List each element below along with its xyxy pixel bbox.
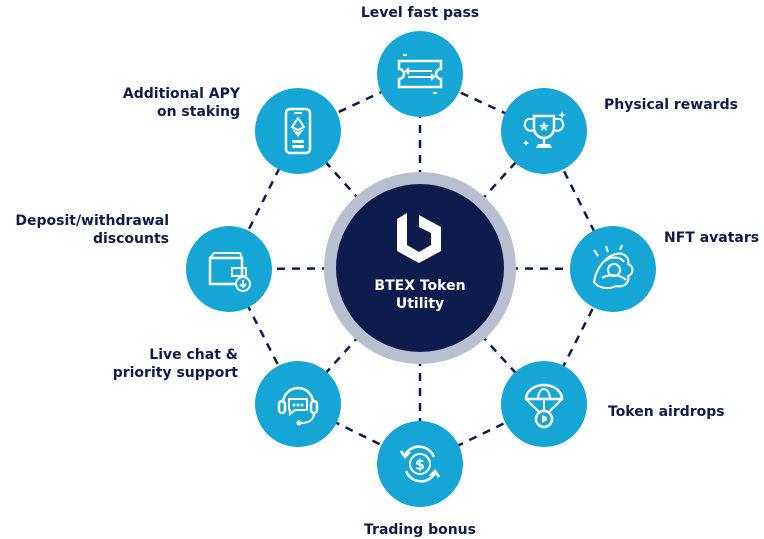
label-line: Deposit/withdrawal [15,213,169,229]
label-line: Token airdrops [608,404,725,420]
wallet-icon [208,252,251,292]
node-deposit-discounts [186,226,272,312]
ring-connector [542,130,615,270]
label-live-chat: Live chat & priority support [113,346,238,382]
node-physical-rewards [501,88,587,174]
svg-text:$: $ [415,458,425,474]
headset-chat-icon [277,386,319,426]
label-line: NFT avatars [664,230,760,246]
ticket-icon [397,54,443,94]
nft-character-icon [592,244,634,290]
label-line: Level fast pass [360,5,480,21]
parachute-icon [524,383,564,429]
label-additional-apy: Additional APY on staking [123,85,240,121]
hub-circle [336,184,504,352]
label-physical-rewards: Physical rewards [604,96,738,114]
hub-title-line2: Utility [395,296,445,312]
node-token-airdrops [501,361,587,447]
label-trading-bonus: Trading bonus [364,521,476,539]
label-line: Live chat & [149,347,238,363]
node-additional-apy [255,88,341,174]
node-level-fast-pass [377,31,463,117]
btex-logo-icon [397,213,441,263]
label-line: Additional APY [122,86,240,102]
ring-connector [227,130,300,270]
label-line: discounts [92,231,169,247]
label-line: priority support [112,365,238,381]
node-nft-avatars [570,226,656,312]
label-line: Trading bonus [364,522,476,538]
label-line: Physical rewards [604,97,738,113]
hub-title-line1: BTEX Token [374,278,466,294]
node-live-chat [255,361,341,447]
label-level-fast-pass: Level fast pass [361,4,479,22]
dollar-cycle-icon: $ [399,445,441,483]
label-nft-avatars: NFT avatars [664,229,759,247]
label-deposit-discounts: Deposit/withdrawal discounts [15,212,169,248]
trophy-icon [523,111,566,148]
label-line: on staking [156,104,240,120]
hub-title: BTEX Token Utility [336,277,504,313]
label-token-airdrops: Token airdrops [608,403,725,421]
phone-staking-icon [284,107,312,155]
node-trading-bonus: $ [377,421,463,507]
